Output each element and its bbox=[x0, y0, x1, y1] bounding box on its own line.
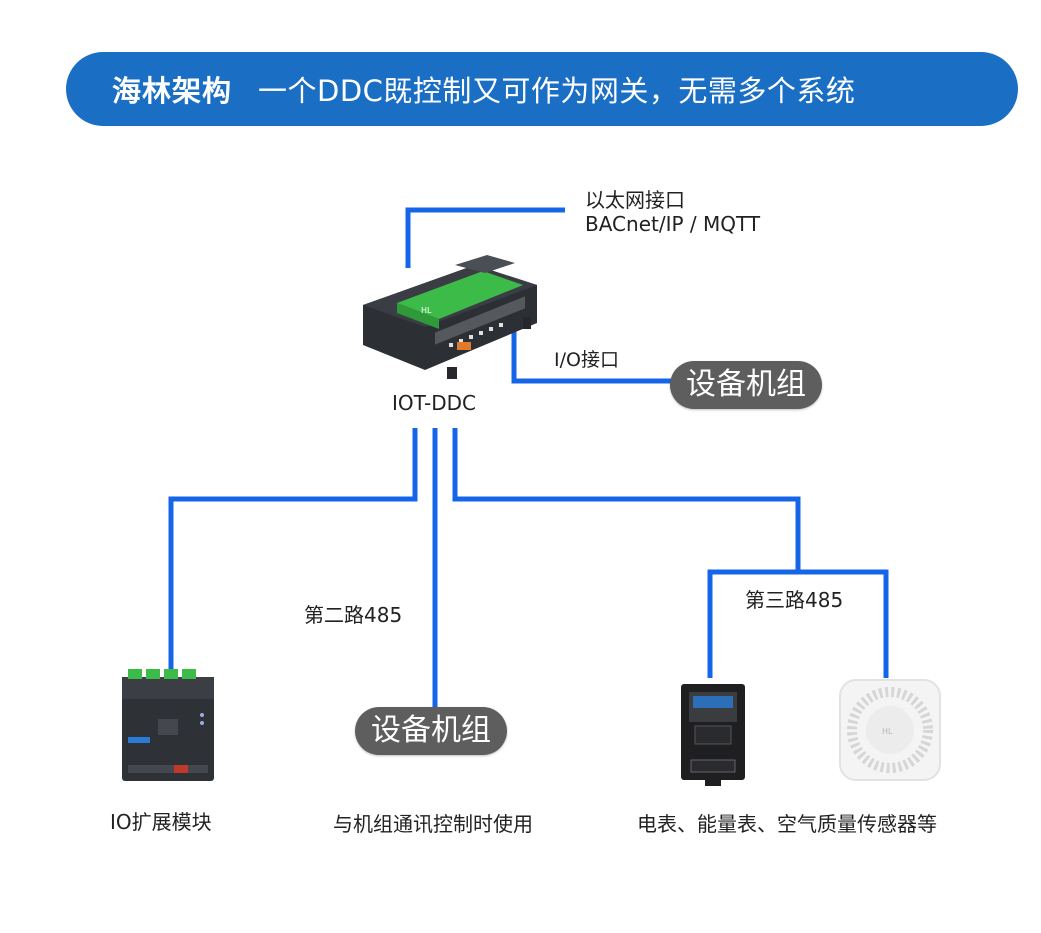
ddc-controller: HL bbox=[355, 245, 545, 385]
unit-pill-top: 设备机组 bbox=[670, 361, 822, 409]
io-module-caption: IO扩展模块 bbox=[110, 810, 212, 834]
controller-label: IOT-DDC bbox=[392, 391, 477, 415]
io-expansion-module-icon bbox=[122, 669, 214, 781]
banner-brand: 海林架构 bbox=[112, 74, 233, 108]
air-quality-sensor-icon: HL bbox=[839, 679, 941, 781]
io-expansion-module bbox=[118, 665, 218, 785]
route3-wire bbox=[452, 428, 801, 572]
ethernet-label-line1: 以太网接口 bbox=[585, 188, 685, 212]
svg-text:HL: HL bbox=[421, 306, 432, 315]
svg-text:HL: HL bbox=[882, 727, 893, 736]
ddc-controller-icon: HL bbox=[363, 255, 537, 379]
meters-caption: 电表、能量表、空气质量传感器等 bbox=[637, 812, 937, 836]
ethernet-label-line2: BACnet/IP / MQTT bbox=[585, 212, 761, 236]
io-interface-label: I/O接口 bbox=[554, 349, 619, 371]
electric-meter bbox=[675, 680, 751, 790]
ethernet-label: 以太网接口 BACnet/IP / MQTT bbox=[585, 188, 760, 236]
electric-meter-icon bbox=[681, 684, 745, 786]
air-quality-sensor: HL bbox=[838, 678, 942, 782]
unit-comm-caption: 与机组通讯控制时使用 bbox=[333, 812, 533, 836]
unit-pill-bottom: 设备机组 bbox=[355, 707, 507, 755]
banner-slogan: 一个DDC既控制又可作为网关，无需多个系统 bbox=[258, 74, 856, 108]
title-banner: 海林架构 一个DDC既控制又可作为网关，无需多个系统 bbox=[66, 52, 1018, 126]
route2-label: 第二路485 bbox=[304, 603, 403, 627]
route3-label: 第三路485 bbox=[745, 588, 844, 612]
io-module-wire bbox=[168, 428, 418, 672]
